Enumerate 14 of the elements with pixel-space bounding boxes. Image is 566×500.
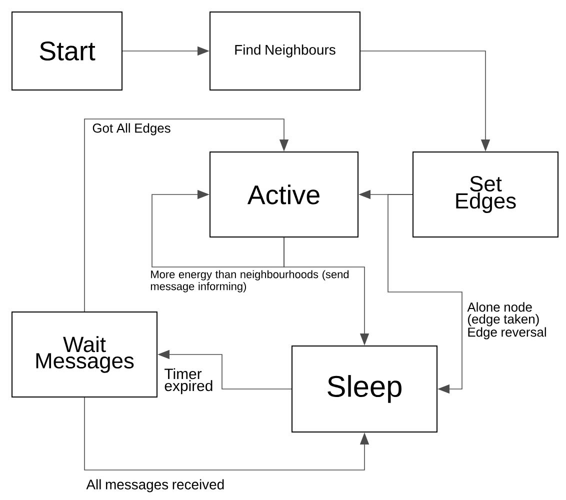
edge-label: More energy than neighbourhoods (send message informing): [150, 270, 349, 292]
state-box: Find Neighbours: [210, 12, 360, 90]
state-box: Start: [12, 12, 122, 90]
edge-label: Timer expired: [164, 368, 212, 394]
edge-label: Got All Edges: [92, 123, 170, 136]
arrow: [152, 190, 284, 268]
arrow: [84, 118, 289, 312]
arrow: [388, 194, 462, 394]
edge-label: Alone node (edge taken) Edge reversal: [467, 302, 546, 340]
edge-label: All messages received: [86, 479, 224, 492]
state-box: Sleep: [292, 346, 438, 432]
state-box: Set Edges: [412, 152, 558, 238]
state-box: Wait Messages: [12, 312, 158, 398]
state-box: Active: [210, 152, 358, 238]
